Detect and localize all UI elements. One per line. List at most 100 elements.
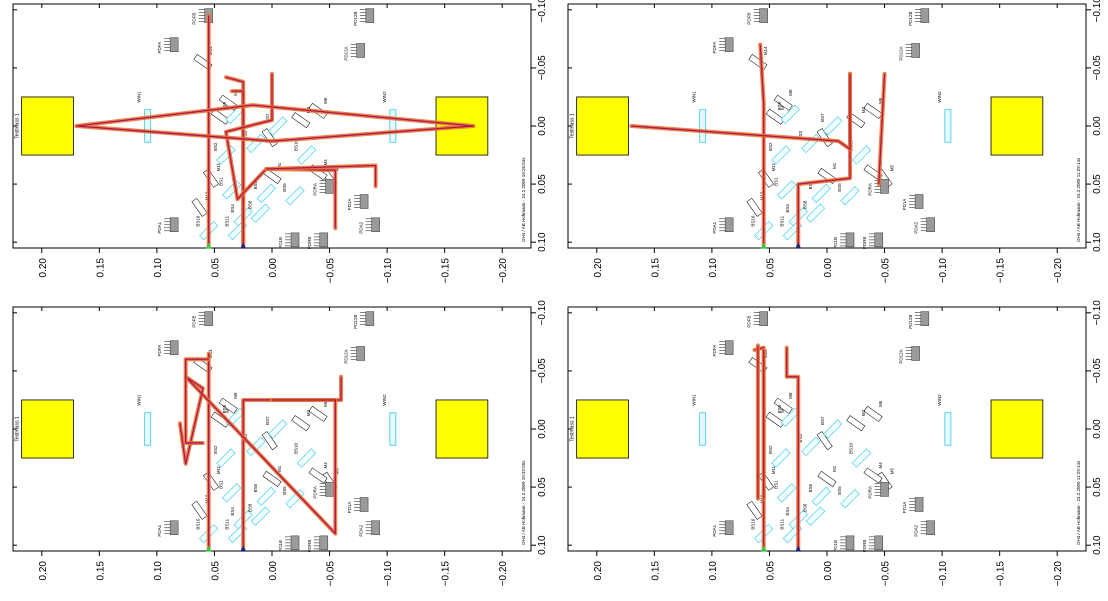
photodiode: [290, 535, 300, 551]
photodiode: [204, 311, 213, 326]
source-marker: [205, 545, 212, 552]
x-tick-label: −0.15: [996, 561, 1007, 587]
window: [944, 412, 952, 446]
beamsplitter: [268, 116, 288, 136]
panel-footer: OH4 / AB Hohmann - 24.2.2009 11:29:14s: [1076, 460, 1081, 545]
photodiode: [880, 482, 889, 497]
source-marker: [760, 242, 767, 249]
beamsplitter-label: BS1: [774, 480, 779, 489]
photodiode-label: PD12A: [344, 349, 349, 363]
photodiode-label: PD12B: [908, 314, 913, 328]
x-tick-label: 0.00: [823, 561, 834, 581]
beamsplitter: [780, 104, 800, 124]
x-tick-label: −0.10: [383, 561, 394, 587]
photodiode-label: PD12A: [899, 46, 904, 60]
x-tick-label: 0.00: [268, 561, 279, 581]
mirror-label: M1: [832, 465, 837, 472]
photodiode-label: PDRA: [313, 183, 318, 196]
photodiode-label: PDRB: [862, 540, 867, 553]
window: [144, 109, 152, 143]
window: [389, 109, 397, 143]
beamsplitter-label: BS7: [820, 113, 825, 122]
x-tick-label: 0.10: [708, 258, 719, 278]
beamsplitter: [811, 486, 831, 507]
testmass: [21, 399, 74, 459]
photodiode: [325, 179, 334, 194]
photodiode: [874, 535, 884, 551]
beamsplitter-label: BS10: [849, 443, 854, 455]
y-tick-label: 0.10: [1092, 535, 1103, 555]
testmass: [990, 96, 1044, 156]
mirror: [765, 108, 785, 125]
photodiode-label: PD1A: [347, 502, 352, 514]
testmass-label: Testmass 1: [570, 416, 576, 442]
beamsplitter: [805, 203, 826, 223]
beamsplitter-label: BS16: [196, 518, 201, 530]
photodiode: [371, 520, 380, 536]
beamsplitter: [771, 145, 791, 165]
photodiode-label: PDFB: [747, 316, 752, 328]
beamsplitter-label: BS11: [224, 215, 229, 226]
y-tick-label: 0.00: [1092, 419, 1103, 439]
x-tick-label: −0.20: [1053, 561, 1064, 587]
photodiode-label: PDA2: [359, 221, 364, 233]
beamsplitter-label: BS1: [219, 177, 224, 186]
beamsplitter: [285, 186, 305, 206]
beamsplitter-label: BS2: [768, 445, 773, 454]
beam-core-0: [759, 44, 765, 246]
photodiode-label: PDA2: [914, 221, 919, 233]
x-tick-label: 0.15: [650, 258, 661, 278]
beamsplitter: [256, 183, 276, 204]
testmass: [576, 399, 629, 459]
x-tick-label: −0.05: [881, 561, 892, 587]
beamsplitter-label: BS11: [779, 215, 784, 226]
window-label: WIN2: [382, 91, 387, 103]
x-tick-label: −0.10: [383, 258, 394, 284]
window-label: WIN2: [937, 91, 942, 103]
photodiode-label: PD1A: [902, 502, 907, 514]
window-label: WIN2: [382, 394, 387, 406]
beamsplitter-label: BS7: [820, 416, 825, 425]
beam-3: [629, 71, 853, 152]
photodiode: [319, 232, 329, 248]
y-tick-label: 0.00: [1092, 116, 1103, 136]
y-tick-label: −0.10: [1092, 0, 1103, 22]
beamsplitter: [246, 133, 266, 154]
mirror-label: M3: [306, 409, 311, 416]
mirror-label: M8: [788, 89, 793, 96]
photodiode: [319, 535, 329, 551]
y-tick-label: 0.10: [1092, 232, 1103, 252]
photodiode: [365, 8, 375, 23]
y-tick-label: −0.05: [1092, 55, 1103, 81]
mirror-label: M8: [788, 392, 793, 399]
beamsplitter-label: BS8: [247, 200, 252, 209]
x-tick-label: 0.05: [210, 561, 221, 581]
y-tick-label: 0.10: [537, 535, 548, 555]
photodiode: [911, 346, 920, 361]
beamsplitter-label: BS8: [802, 503, 807, 512]
mirror: [863, 102, 883, 119]
beam-core-3: [631, 73, 851, 150]
beamsplitter-label: BS5: [282, 183, 287, 192]
y-tick-label: 0.10: [537, 232, 548, 252]
panel-footer: OH4 / AB Hohmann - 24.2.2009 11:29:14s: [1076, 157, 1081, 242]
beam-1: [784, 345, 801, 551]
window: [944, 109, 952, 143]
beamsplitter-label: BS10: [294, 443, 299, 455]
mirror-label: M4: [878, 462, 883, 469]
window-label: WIN1: [137, 91, 142, 103]
photodiode-label: PDRB: [307, 237, 312, 250]
photodiode: [914, 497, 924, 512]
beamsplitter: [777, 180, 797, 200]
y-tick-label: −0.05: [1092, 358, 1103, 384]
photodiode: [169, 37, 179, 52]
mirror-label: M5: [890, 165, 895, 172]
mirror: [218, 397, 238, 414]
photodiode: [359, 497, 369, 512]
testmass: [435, 399, 489, 459]
beamsplitter-label: BS5: [282, 486, 287, 495]
beamsplitter: [801, 436, 821, 457]
